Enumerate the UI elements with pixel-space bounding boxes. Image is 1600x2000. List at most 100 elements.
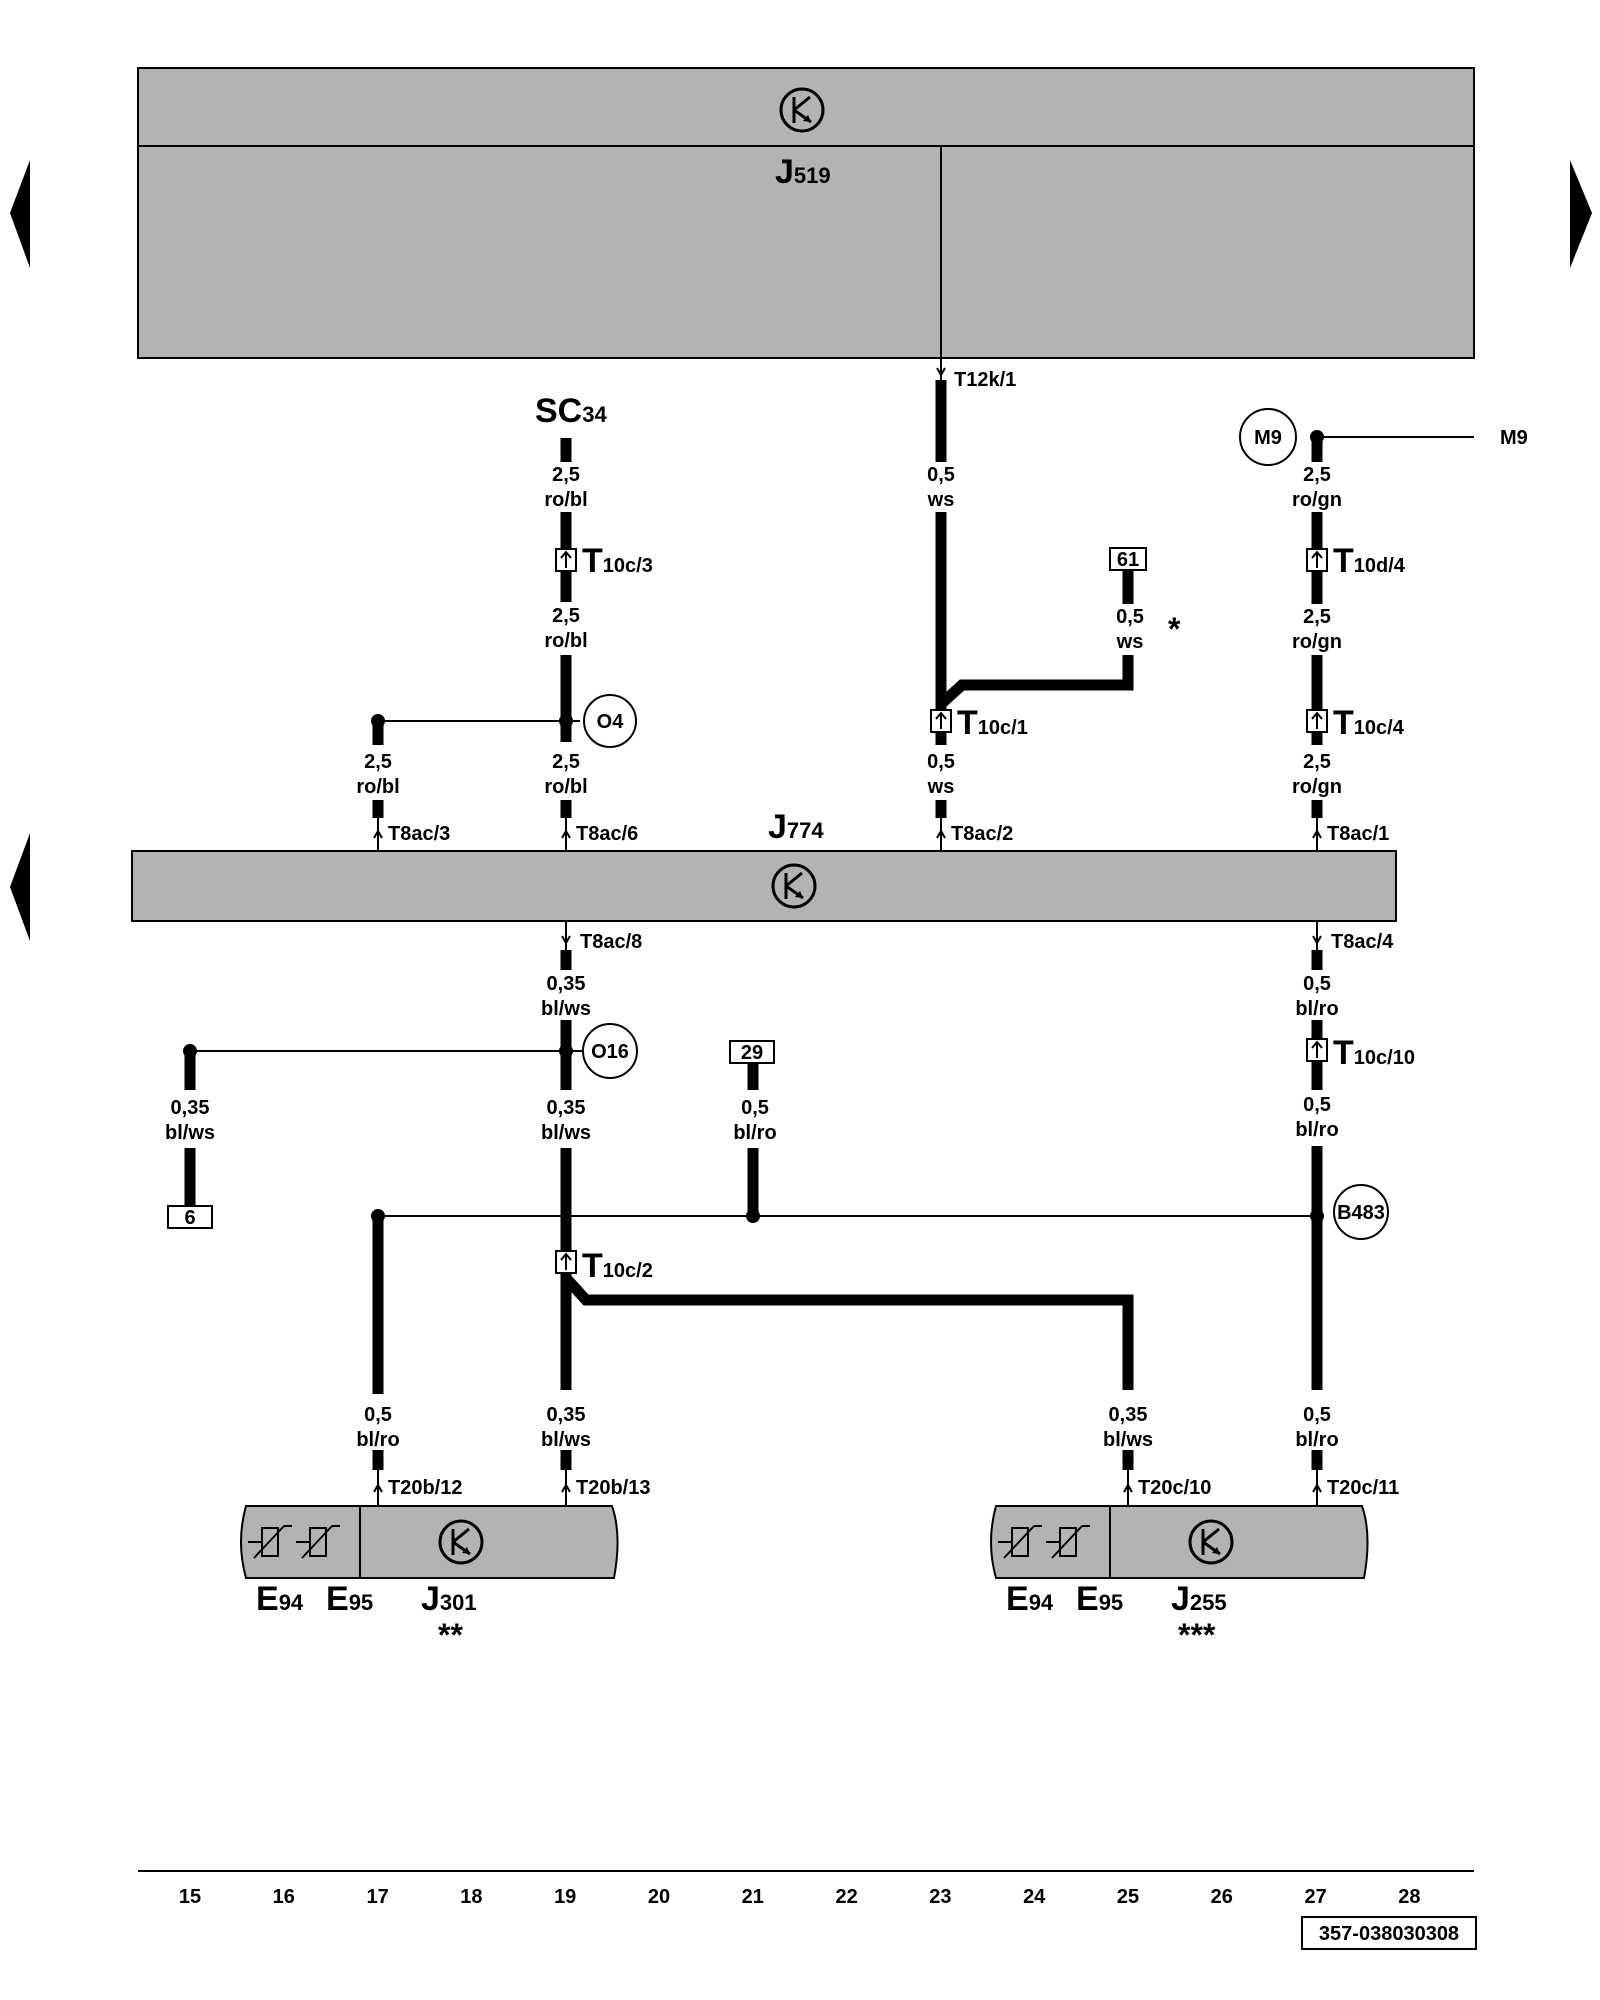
- column-number: 24: [1023, 1886, 1046, 1908]
- svg-text:2,5: 2,5: [1303, 751, 1331, 773]
- e94-label-right: E94: [1006, 1580, 1054, 1618]
- svg-text:ro/bl: ro/bl: [544, 630, 587, 652]
- node-o4: [583, 694, 637, 748]
- svg-text:ro/gn: ro/gn: [1292, 631, 1342, 653]
- svg-text:0,5: 0,5: [364, 1404, 392, 1426]
- svg-text:O16: O16: [591, 1041, 629, 1063]
- lower-wire-labels: 0,5 bl/ro 0,35 bl/ws 0,35 bl/ws 0,5 bl/r…: [346, 1398, 1399, 1506]
- svg-text:T8ac/2: T8ac/2: [951, 823, 1013, 845]
- node-b483: [1333, 1184, 1389, 1240]
- svg-text:ws: ws: [1116, 631, 1144, 653]
- svg-text:0,35: 0,35: [1109, 1404, 1148, 1426]
- column-number: 17: [366, 1886, 388, 1908]
- svg-text:0,5: 0,5: [927, 464, 955, 486]
- t8ac4-circuit: T8ac/4 0,5 bl/ro T10c/10 0,5 bl/ro B483: [1295, 921, 1415, 1390]
- svg-text:T8ac/3: T8ac/3: [388, 823, 450, 845]
- m9-circuit: M9 M9 2,5 ro/gn T10d/4 2,5 ro/gn T10c/4 …: [1239, 408, 1528, 851]
- t10d4-label: T10d/4: [1333, 542, 1406, 580]
- j301-footnote: **: [438, 1617, 463, 1653]
- svg-text:6: 6: [184, 1207, 195, 1229]
- j774-control-unit: J774: [131, 808, 1397, 922]
- m9-reference: M9: [1500, 427, 1528, 449]
- t8ac8-circuit: T8ac/8 0,35 bl/ws O16 0,35 bl/ws T10c/2: [190, 921, 1134, 1390]
- nav-prev-top-arrow[interactable]: [10, 160, 30, 268]
- svg-text:2,5: 2,5: [552, 605, 580, 627]
- svg-text:0,5: 0,5: [741, 1097, 769, 1119]
- svg-text:61: 61: [1117, 549, 1139, 571]
- column-number: 26: [1211, 1886, 1233, 1908]
- column-number: 18: [460, 1886, 482, 1908]
- svg-text:0,5: 0,5: [927, 751, 955, 773]
- j519-control-unit: J519: [137, 67, 1475, 359]
- svg-text:0,5: 0,5: [1303, 1404, 1331, 1426]
- j301-control-unit: E94 E95 J301 **: [240, 1505, 619, 1653]
- svg-text:bl/ro: bl/ro: [733, 1122, 776, 1144]
- column-number: 23: [929, 1886, 951, 1908]
- nav-prev-mid-arrow[interactable]: [10, 833, 30, 941]
- svg-text:0,35: 0,35: [547, 973, 586, 995]
- j301-label: J301: [421, 1580, 477, 1618]
- column-number: 27: [1304, 1886, 1326, 1908]
- t12k-circuit: T12k/1 0,5 ws T10c/1 0,5 ws T8ac/2: [927, 358, 1134, 851]
- inline-connector-icon: [555, 1250, 577, 1274]
- t20b12-circuit: [371, 1209, 385, 1394]
- inline-connector-icon: [1306, 1038, 1328, 1062]
- svg-text:357-038030308: 357-038030308: [1319, 1923, 1459, 1945]
- node-o16: [582, 1023, 638, 1079]
- svg-text:T20c/11: T20c/11: [1327, 1477, 1399, 1499]
- svg-text:bl/ws: bl/ws: [541, 1429, 591, 1451]
- j519-label: J519: [775, 153, 831, 191]
- j255-control-unit: E94 E95 J255 ***: [990, 1505, 1369, 1653]
- svg-text:bl/ro: bl/ro: [1295, 1429, 1338, 1451]
- column-number: 28: [1398, 1886, 1420, 1908]
- svg-text:bl/ro: bl/ro: [356, 1429, 399, 1451]
- column-number: 20: [648, 1886, 670, 1908]
- svg-text:O4: O4: [597, 711, 625, 733]
- svg-text:0,5: 0,5: [1303, 973, 1331, 995]
- svg-text:bl/ws: bl/ws: [1103, 1429, 1153, 1451]
- svg-text:T8ac/6: T8ac/6: [576, 823, 638, 845]
- svg-text:M9: M9: [1254, 427, 1282, 449]
- svg-text:ro/bl: ro/bl: [356, 776, 399, 798]
- t10c3-label: T10c/3: [582, 542, 653, 580]
- column-number: 16: [273, 1886, 295, 1908]
- drawing-id-box: 357-038030308: [1301, 1916, 1477, 1950]
- e95-label-left: E95: [326, 1580, 373, 1618]
- svg-text:bl/ws: bl/ws: [541, 998, 591, 1020]
- svg-text:B483: B483: [1337, 1202, 1385, 1224]
- sc34-label: SC34: [535, 392, 607, 430]
- o4-branch-circuit: 2,5 ro/bl T8ac/3: [356, 714, 450, 851]
- j255-footnote: ***: [1178, 1617, 1216, 1653]
- svg-text:T20b/12: T20b/12: [388, 1477, 462, 1499]
- inline-connector-icon: [1306, 548, 1328, 572]
- svg-text:ro/gn: ro/gn: [1292, 489, 1342, 511]
- svg-text:2,5: 2,5: [1303, 606, 1331, 628]
- svg-text:ro/bl: ro/bl: [544, 776, 587, 798]
- svg-text:2,5: 2,5: [1303, 464, 1331, 486]
- svg-text:T8ac/4: T8ac/4: [1331, 931, 1394, 953]
- svg-text:2,5: 2,5: [364, 751, 392, 773]
- svg-text:2,5: 2,5: [552, 464, 580, 486]
- svg-text:0,5: 0,5: [1303, 1094, 1331, 1116]
- svg-text:ws: ws: [927, 489, 955, 511]
- node-m9: [1239, 408, 1297, 466]
- svg-text:0,5: 0,5: [1116, 606, 1144, 628]
- inline-connector-icon: [1306, 709, 1328, 733]
- inline-connector-icon: [555, 548, 577, 572]
- svg-text:bl/ro: bl/ro: [1295, 1119, 1338, 1141]
- svg-text:T8ac/8: T8ac/8: [580, 931, 642, 953]
- e95-label-right: E95: [1076, 1580, 1123, 1618]
- ref-box-6: [167, 1205, 213, 1229]
- column-number: 22: [835, 1886, 857, 1908]
- svg-text:0,35: 0,35: [171, 1097, 210, 1119]
- column-number: 25: [1117, 1886, 1139, 1908]
- svg-text:ro/bl: ro/bl: [544, 489, 587, 511]
- e94-label-left: E94: [256, 1580, 304, 1618]
- nav-next-top-arrow[interactable]: [1570, 160, 1592, 268]
- svg-text:bl/ws: bl/ws: [541, 1122, 591, 1144]
- j255-label: J255: [1171, 1580, 1227, 1618]
- t10c2-label: T10c/2: [582, 1247, 653, 1285]
- t10c4-label: T10c/4: [1333, 704, 1405, 742]
